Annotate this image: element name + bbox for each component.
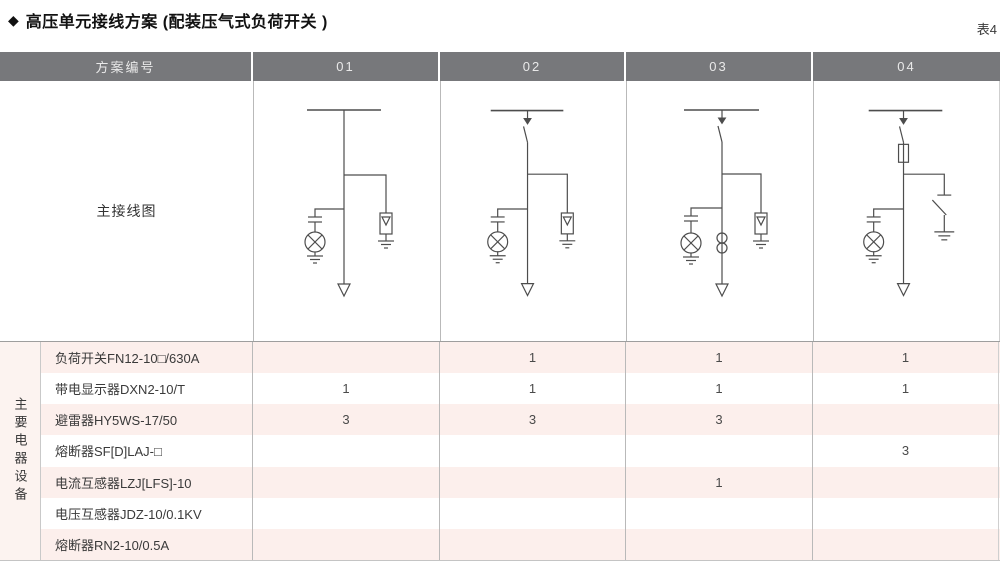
arrester-icon (527, 173, 576, 249)
diagram-row: 主接线图 (0, 81, 1000, 341)
qty-cell (252, 435, 439, 467)
equipment-name: 电压互感器JDZ-10/0.1KV (55, 506, 202, 522)
outgoing-feeder-arrow-icon (520, 283, 535, 297)
table-row: 电流互感器LZJ[LFS]-10 1 (41, 466, 1000, 498)
qty-cell: 1 (625, 373, 812, 405)
live-display-indicator-icon (680, 207, 722, 265)
table-row: 带电显示器DXN2-10/T 1 1 1 1 (41, 373, 1000, 405)
qty-cell (439, 466, 625, 498)
live-display-indicator-icon (863, 208, 904, 264)
wiring-diagram-scheme-03 (626, 81, 813, 341)
outgoing-feeder-arrow-icon (715, 283, 729, 298)
wiring-diagram-scheme-04 (813, 81, 1000, 341)
qty-cell: 3 (812, 435, 999, 467)
qty-cell (439, 497, 625, 529)
qty-cell (252, 528, 439, 560)
fuse-icon (897, 143, 910, 163)
current-transformer-icon (716, 232, 728, 254)
header-col-01: 01 (253, 52, 440, 81)
qty-cell: 3 (252, 404, 439, 436)
outgoing-feeder-arrow-icon (896, 283, 911, 297)
equipment-section: 主要电器设备 负荷开关FN12-10□/630A 1 1 1 带电显示器DXN2… (0, 341, 1000, 561)
qty-cell (625, 435, 812, 467)
equipment-group-label: 主要电器设备 (0, 342, 41, 560)
qty-cell: 3 (625, 404, 812, 436)
equipment-group-label-text: 主要电器设备 (12, 397, 28, 505)
wiring-diagram-scheme-01 (253, 81, 440, 341)
qty-cell (439, 435, 625, 467)
table-row: 负荷开关FN12-10□/630A 1 1 1 (41, 342, 1000, 374)
live-display-indicator-icon (304, 208, 344, 264)
qty-cell (252, 497, 439, 529)
qty-cell (625, 528, 812, 560)
outgoing-feeder-arrow-icon (337, 283, 351, 298)
qty-cell (439, 528, 625, 560)
equipment-name: 熔断器SF[D]LAJ-□ (55, 444, 162, 460)
arrester-icon (722, 173, 769, 249)
table-row: 避雷器HY5WS-17/50 3 3 3 (41, 404, 1000, 436)
qty-cell: 1 (439, 373, 625, 405)
qty-cell (252, 466, 439, 498)
wiring-diagram-scheme-02 (440, 81, 626, 341)
page-title: ◆ 高压单元接线方案 (配装压气式负荷开关 ) (8, 8, 328, 32)
wiring-scheme-table: 方案编号 01 02 03 04 主接线图 (0, 52, 1000, 561)
qty-cell: 1 (812, 373, 999, 405)
qty-cell (812, 466, 999, 498)
equipment-name: 避雷器HY5WS-17/50 (55, 413, 178, 429)
qty-cell: 3 (439, 404, 625, 436)
table-row: 熔断器SF[D]LAJ-□ 3 (41, 435, 1000, 467)
qty-cell (252, 342, 439, 374)
diamond-bullet-icon: ◆ (8, 11, 19, 28)
table-row: 电压互感器JDZ-10/0.1KV (41, 497, 1000, 529)
header-col-03: 03 (626, 52, 813, 81)
header-col-02: 02 (440, 52, 626, 81)
equipment-name: 熔断器RN2-10/0.5A (55, 537, 170, 553)
load-switch-icon (898, 110, 908, 143)
diagram-row-label: 主接线图 (96, 203, 157, 219)
qty-cell: 1 (252, 373, 439, 405)
page-title-text: 高压单元接线方案 (配装压气式负荷开关 ) (25, 14, 328, 31)
earthing-switch-icon (903, 173, 955, 241)
load-switch-icon (717, 110, 727, 143)
equipment-name: 负荷开关FN12-10□/630A (55, 351, 200, 367)
qty-cell: 1 (625, 466, 812, 498)
table-number-label: 表4 (976, 22, 997, 37)
qty-cell (812, 528, 999, 560)
equipment-rows: 负荷开关FN12-10□/630A 1 1 1 带电显示器DXN2-10/T 1… (41, 342, 1000, 560)
qty-cell (812, 497, 999, 529)
table-row: 熔断器RN2-10/0.5A (41, 528, 1000, 560)
qty-cell (625, 497, 812, 529)
qty-cell (812, 404, 999, 436)
live-display-indicator-icon (487, 208, 528, 264)
qty-cell: 1 (439, 342, 625, 374)
equipment-name: 带电显示器DXN2-10/T (55, 382, 186, 398)
header-col-04: 04 (897, 59, 916, 74)
qty-cell: 1 (625, 342, 812, 374)
qty-cell: 1 (812, 342, 999, 374)
load-switch-icon (522, 110, 532, 143)
equipment-name: 电流互感器LZJ[LFS]-10 (55, 475, 192, 491)
table-header-row: 方案编号 01 02 03 04 (0, 52, 1000, 81)
header-scheme-number: 方案编号 (0, 52, 253, 81)
arrester-icon (344, 174, 394, 249)
